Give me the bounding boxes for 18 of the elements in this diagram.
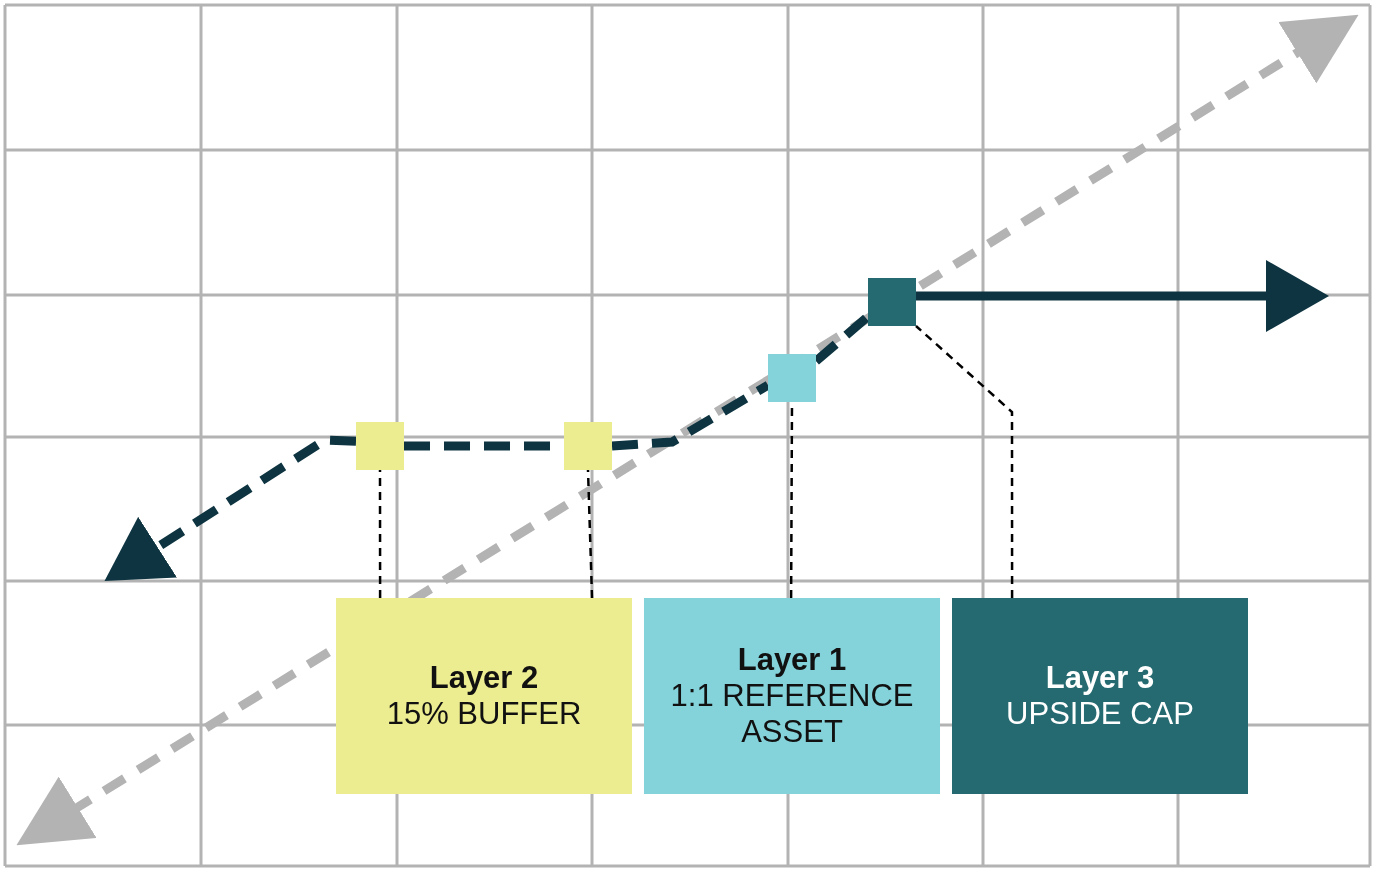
layer-description: UPSIDE CAP — [1006, 696, 1194, 732]
payoff-arrow — [916, 260, 1329, 332]
layer-title: Layer 2 — [429, 660, 539, 696]
payoff-line — [104, 435, 357, 582]
layer-title: Layer 1 — [737, 642, 847, 678]
layer-box — [952, 598, 1248, 794]
layer-description: 15% BUFFER — [386, 696, 582, 732]
layer-description: 1:1 REFERENCE ASSET — [669, 678, 915, 750]
point-marker — [868, 278, 916, 326]
layer-box — [644, 598, 940, 794]
layer-title: Layer 3 — [1045, 660, 1155, 696]
leader-line — [586, 469, 594, 599]
point-marker — [564, 422, 612, 470]
point-marker — [768, 354, 816, 402]
layer-box — [336, 598, 632, 794]
leader-line — [915, 325, 1014, 598]
point-marker — [356, 422, 404, 470]
leader-line — [378, 470, 382, 598]
